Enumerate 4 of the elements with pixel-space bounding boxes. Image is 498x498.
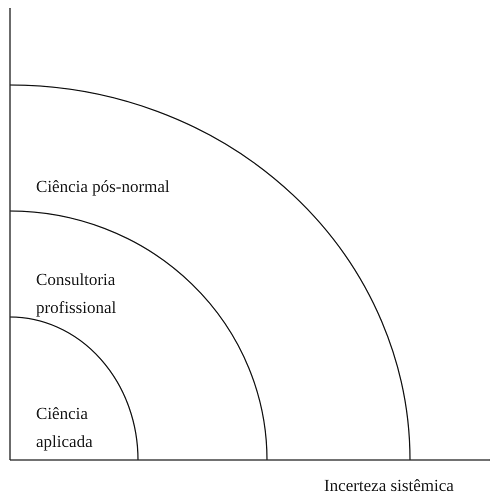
region-label: Ciência aplicada <box>36 403 94 453</box>
region-label: Ciência pós-normal <box>36 176 171 198</box>
axis-label: Incerteza sistêmica <box>324 476 454 496</box>
region-label: Consultoria profissional <box>36 269 118 319</box>
